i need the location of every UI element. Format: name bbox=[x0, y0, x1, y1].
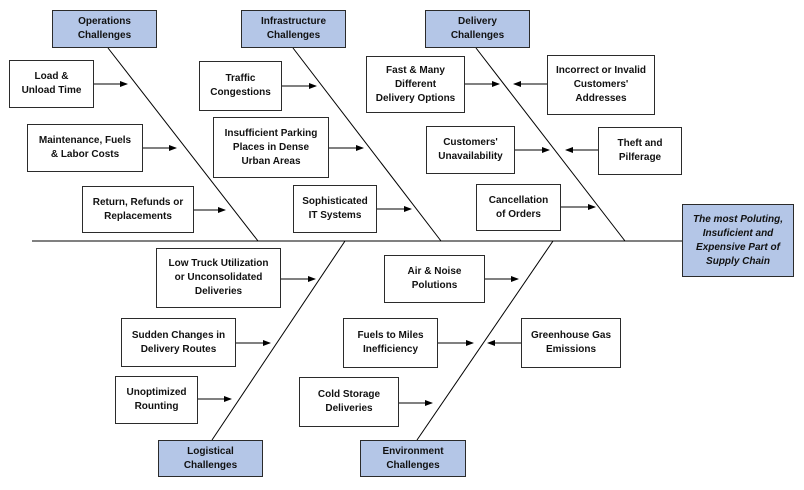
cause-load-unload: Load & Unload Time bbox=[9, 60, 94, 108]
cause-greenhouse: Greenhouse Gas Emissions bbox=[521, 318, 621, 368]
cause-unavailability: Customers' Unavailability bbox=[426, 126, 515, 174]
cause-fuel-miles: Fuels to Miles Inefficiency bbox=[343, 318, 438, 368]
cause-returns: Return, Refunds or Replacements bbox=[82, 186, 194, 233]
category-environment: Environment Challenges bbox=[360, 440, 466, 477]
cause-theft: Theft and Pilferage bbox=[598, 127, 682, 175]
cause-parking: Insufficient Parking Places in Dense Urb… bbox=[213, 117, 329, 178]
category-operations: Operations Challenges bbox=[52, 10, 157, 48]
cause-cancellation: Cancellation of Orders bbox=[476, 184, 561, 231]
cause-fast-delivery: Fast & Many Different Delivery Options bbox=[366, 56, 465, 113]
cause-traffic: Traffic Congestions bbox=[199, 61, 282, 111]
bone-delivery bbox=[475, 47, 626, 242]
cause-maintenance: Maintenance, Fuels & Labor Costs bbox=[27, 124, 143, 172]
category-delivery: Delivery Challenges bbox=[425, 10, 530, 48]
bone-infrastructure bbox=[292, 47, 442, 242]
cause-invalid-address: Incorrect or Invalid Customers' Addresse… bbox=[547, 55, 655, 115]
bone-logistical bbox=[211, 240, 346, 441]
category-logistical: Logistical Challenges bbox=[158, 440, 263, 477]
bone-operations bbox=[107, 47, 259, 242]
cause-route-changes: Sudden Changes in Delivery Routes bbox=[121, 318, 236, 367]
cause-routing: Unoptimized Rounting bbox=[115, 376, 198, 424]
problem-head: The most Poluting, Insuficient and Expen… bbox=[682, 204, 794, 277]
cause-cold-storage: Cold Storage Deliveries bbox=[299, 377, 399, 427]
cause-air-noise: Air & Noise Polutions bbox=[384, 255, 485, 303]
bone-environment bbox=[416, 240, 554, 441]
cause-truck-utilization: Low Truck Utilization or Unconsolidated … bbox=[156, 248, 281, 308]
cause-it-systems: Sophisticated IT Systems bbox=[293, 185, 377, 233]
category-infrastructure: Infrastructure Challenges bbox=[241, 10, 346, 48]
